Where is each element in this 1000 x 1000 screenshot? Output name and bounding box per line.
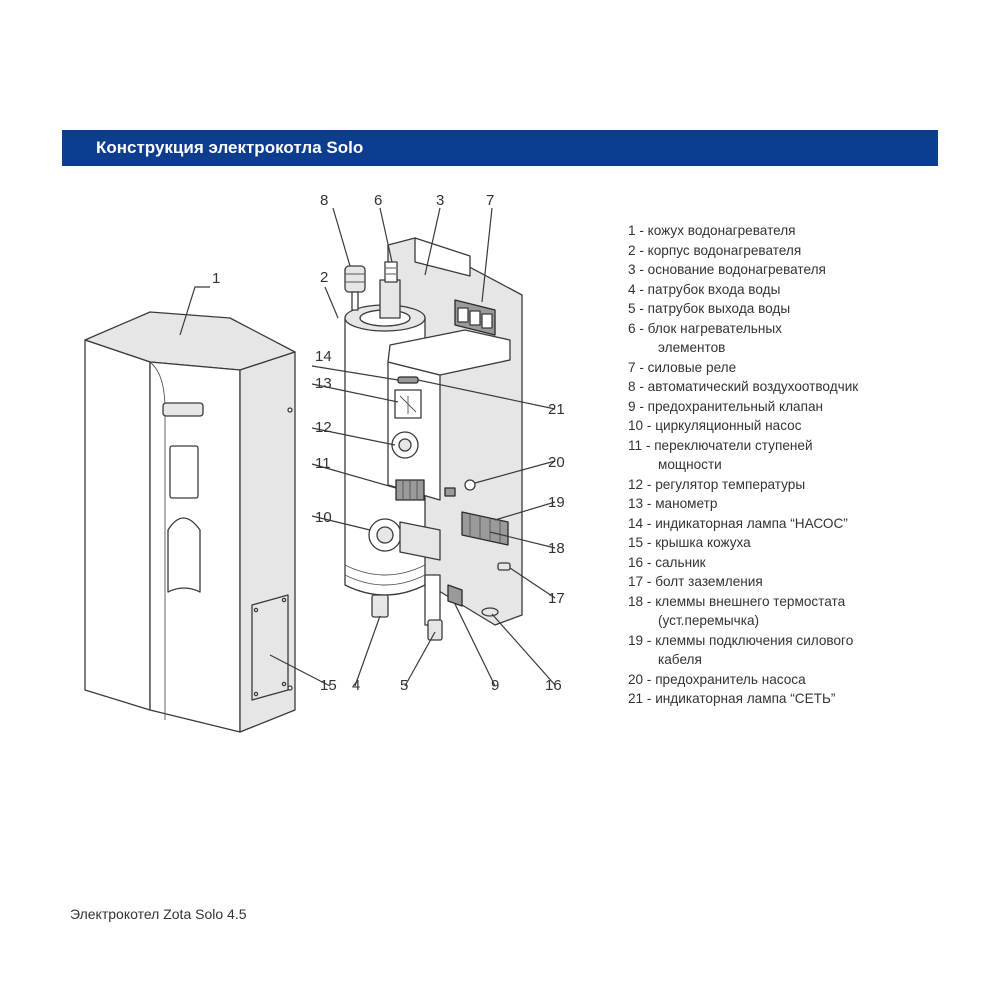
legend-item: 19 - клеммы подключения силового кабеля [628, 631, 958, 670]
legend-item: 1 - кожух водонагревателя [628, 221, 958, 241]
legend-item-text: 9 - предохранительный клапан [628, 398, 824, 414]
legend-item-text: 7 - силовые реле [628, 359, 737, 375]
legend-item-text: 1 - кожух водонагревателя [628, 223, 796, 238]
callout-5: 5 [400, 677, 408, 694]
callout-numbers: 1 2 3 4 5 6 7 8 9 10 11 12 13 14 15 16 1… [212, 192, 565, 694]
parts-legend: 1 - кожух водонагревателя 2 - корпус водо… [628, 221, 958, 709]
callout-12: 12 [315, 419, 332, 436]
callout-3: 3 [436, 192, 444, 209]
legend-item: 14 - индикаторная лампа “НАСОС” [628, 514, 958, 534]
callout-8: 8 [320, 192, 328, 209]
callout-17: 17 [548, 590, 565, 607]
legend-item-text: 10 - циркуляционный насос [628, 418, 802, 433]
legend-item-text: 15 - крышка кожуха [628, 535, 751, 550]
legend-item-text: 21 - индикаторная лампа “СЕТЬ” [628, 691, 836, 706]
legend-item-text: 20 - предохранитель насоса [628, 671, 806, 687]
callout-15: 15 [320, 677, 337, 694]
callout-18: 18 [548, 540, 565, 557]
legend-item-text: 8 - автоматический воздухоотводчик [628, 379, 859, 394]
image-caption: Электрокотел Zota Solo 4.5 [70, 906, 247, 922]
legend-item-text: 4 - патрубок входа воды [628, 281, 781, 297]
legend-item-text: 12 - регулятор температуры [628, 476, 806, 492]
legend-item-continuation: (уст.перемычка) [658, 613, 760, 628]
page-title: Конструкция электрокотла Solo [96, 138, 364, 157]
callout-20: 20 [548, 454, 565, 471]
legend-item: 20 - предохранитель насоса [628, 670, 958, 690]
legend-item: 2 - корпус водонагревателя [628, 241, 958, 261]
callout-10: 10 [315, 509, 332, 526]
legend-item-text: 18 - клеммы внешнего термостата [628, 593, 846, 609]
callout-9: 9 [491, 677, 499, 694]
legend-item-text: 19 - клеммы подключения силового [628, 632, 854, 648]
legend-item: 11 - переключатели ступеней мощности [628, 436, 958, 475]
legend-item: 13 - манометр [628, 494, 958, 514]
callout-19: 19 [548, 494, 565, 511]
leader-lines [179, 207, 556, 687]
legend-item: 7 - силовые реле [628, 358, 958, 378]
callout-6: 6 [374, 192, 382, 209]
legend-item-text: 14 - индикаторная лампа “НАСОС” [628, 515, 848, 531]
legend-item: 8 - автоматический воздухоотводчик [628, 377, 958, 397]
callout-1: 1 [212, 270, 220, 287]
callout-7: 7 [486, 192, 494, 209]
legend-item: 6 - блок нагревательных элементов [628, 319, 958, 358]
legend-item: 9 - предохранительный клапан [628, 397, 958, 417]
legend-item-text: 2 - корпус водонагревателя [628, 242, 802, 258]
legend-item: 10 - циркуляционный насос [628, 416, 958, 436]
legend-item-text: 3 - основание водонагревателя [628, 262, 826, 277]
legend-item: 5 - патрубок выхода воды [628, 299, 958, 319]
cover-plate-drawing [251, 594, 289, 701]
legend-item: 4 - патрубок входа воды [628, 280, 958, 300]
callout-11: 11 [315, 455, 331, 472]
legend-item-text: 17 - болт заземления [628, 574, 763, 589]
callout-2: 2 [320, 269, 328, 286]
legend-item: 15 - крышка кожуха [628, 533, 958, 553]
callout-4: 4 [352, 677, 360, 694]
legend-item: 16 - сальник [628, 553, 958, 573]
legend-item: 3 - основание водонагревателя [628, 260, 958, 280]
legend-item: 21 - индикаторная лампа “СЕТЬ” [628, 689, 958, 709]
legend-item-continuation: элементов [658, 340, 726, 355]
legend-item-text: 6 - блок нагревательных [628, 320, 782, 336]
legend-item: 17 - болт заземления [628, 572, 958, 592]
callout-13: 13 [315, 375, 332, 392]
legend-item: 18 - клеммы внешнего термостата (уст.пере… [628, 592, 958, 631]
legend-item-text: 16 - сальник [628, 554, 706, 570]
legend-item-continuation: кабеля [658, 652, 702, 667]
legend-item-continuation: мощности [658, 457, 722, 472]
title-banner: Конструкция электрокотла Solo [62, 130, 938, 166]
callout-21: 21 [548, 401, 565, 418]
callout-14: 14 [315, 348, 332, 365]
legend-item-text: 11 - переключатели ступеней [628, 437, 813, 453]
legend-item-text: 13 - манометр [628, 496, 718, 511]
callout-16: 16 [545, 677, 562, 694]
legend-item: 12 - регулятор температуры [628, 475, 958, 495]
internal-assembly-drawing [344, 237, 523, 641]
legend-item-text: 5 - патрубок выхода воды [628, 301, 791, 316]
